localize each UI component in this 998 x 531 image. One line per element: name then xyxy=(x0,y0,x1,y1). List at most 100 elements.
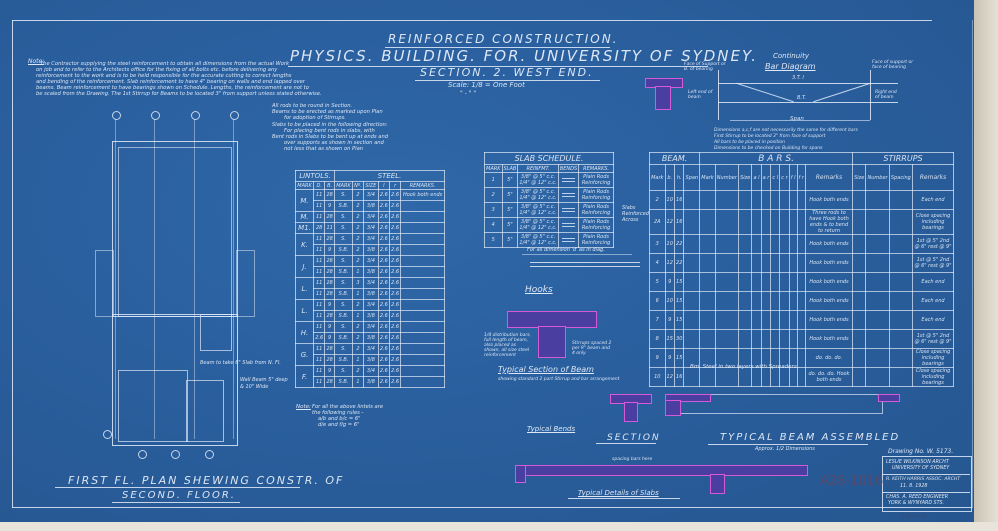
table-cell: 11 xyxy=(313,354,326,366)
beam-span xyxy=(683,367,701,387)
bar-cell xyxy=(738,209,753,235)
stirrup-cell xyxy=(851,234,867,254)
beam-h: 22 xyxy=(673,253,685,273)
table-cell: 11 xyxy=(313,255,326,267)
blueprint-sheet: REINFORCED CONSTRUCTION. PHYSICS. BUILDI… xyxy=(0,0,974,522)
continuity-note-4: Dimensions to be checked on Building for… xyxy=(714,146,823,151)
col-header: b. xyxy=(664,164,675,191)
col-header: REINFMT. xyxy=(517,164,559,173)
paper-edge-bottom xyxy=(0,522,998,531)
beam-span xyxy=(683,234,701,254)
slab-reinf: 3/8" @ 5" c.c.1/4" @ 12" c.c. xyxy=(517,202,559,218)
col-header: Mark xyxy=(649,164,666,191)
bend-diagram-icon xyxy=(557,202,580,218)
table-cell: 3/4 xyxy=(363,222,379,234)
bar-cell xyxy=(751,329,762,349)
slab-remarks: Plain Rods Reinforcing xyxy=(578,217,614,233)
slab-detail-strip xyxy=(516,465,808,476)
table-cell: 28 xyxy=(324,376,335,388)
bar-cell xyxy=(699,272,716,292)
plan-lower-rooms xyxy=(186,380,224,442)
table-cell: 2.6 xyxy=(388,354,402,366)
beam-assembled-end-right xyxy=(878,394,900,402)
table-cell: 11 xyxy=(313,277,326,289)
bar-cell xyxy=(788,209,798,235)
table-cell: 11 xyxy=(313,299,326,311)
beam-mark: 9 xyxy=(649,348,666,368)
table-cell: S. xyxy=(333,189,354,201)
beam-span xyxy=(683,209,701,235)
table-cell: 2 xyxy=(351,200,365,212)
table-cell: 3/4 xyxy=(363,211,379,223)
stirrup-cell xyxy=(865,291,890,311)
col-header: Size xyxy=(851,164,867,191)
assoc-line-2: 11. 8. 1928 xyxy=(900,484,928,489)
table-cell: 2.6 xyxy=(388,222,402,234)
beam-mark: 4 xyxy=(649,253,666,273)
bar-cell xyxy=(788,367,798,387)
note-label: Note: xyxy=(28,58,45,65)
continuity-note-1: Dimensions a,c,f are not necessarily the… xyxy=(714,128,858,133)
col-header: Span xyxy=(683,164,701,191)
side-note-8: not less that as shown on Plan xyxy=(284,146,364,152)
table-cell: 2.6 xyxy=(377,222,390,234)
col-header: Size xyxy=(738,164,753,191)
continuity-section-web xyxy=(655,86,671,110)
typical-section-sub: showing standard 2 part Stirrup and bar … xyxy=(498,377,620,382)
stirrup-cell xyxy=(865,310,890,330)
border-left xyxy=(12,20,13,508)
beam-b: 9 xyxy=(664,348,675,368)
slab-reinf: 3/8" @ 5" c.c.1/4" @ 12" c.c. xyxy=(517,187,559,203)
beam-h: 15 xyxy=(673,348,685,368)
lintols-note-3: a/b and b/c = 6" xyxy=(318,416,361,422)
bar-cell xyxy=(738,272,753,292)
table-cell: 2 xyxy=(351,343,365,355)
side-note-4: Slabs to be placed in the following dire… xyxy=(272,122,388,128)
table-cell: 28 xyxy=(324,189,335,201)
bar-remarks: Hook both ends xyxy=(805,310,853,330)
table-cell: 2 xyxy=(351,332,365,344)
lintol-mark: J. xyxy=(294,255,315,278)
bar-cell xyxy=(770,253,781,273)
reinf-line: 1/4" @ 12" c.c. xyxy=(519,210,557,216)
bar-cell xyxy=(788,291,798,311)
col-header: a r xyxy=(760,164,772,191)
slab-remarks: Plain Rods Reinforcing xyxy=(578,232,614,248)
table-cell: S.B. xyxy=(333,376,354,388)
stirrup-cell xyxy=(865,234,890,254)
stirrup-remarks: 1st @ 5" 2nd @ 6" rest @ 9" xyxy=(912,234,954,254)
note-line-3: reinforcement to the work and is to be h… xyxy=(36,73,292,79)
stirrup-remarks: Close spacing including bearings xyxy=(912,348,954,368)
plan-lower-block xyxy=(112,314,238,446)
reinf-line: 3/8" @ 5" c.c. xyxy=(520,204,556,210)
grid-marker-icon xyxy=(191,111,200,120)
reinf-line: 1/4" @ 12" c.c. xyxy=(519,195,557,201)
beam-mark: 3 xyxy=(649,234,666,254)
bar-cell xyxy=(699,253,716,273)
reinf-line: 3/8" @ 5" c.c. xyxy=(520,219,556,225)
beam-assembled-label: TYPICAL BEAM ASSEMBLED xyxy=(720,432,901,443)
table-cell-remarks: Hook both ends xyxy=(400,189,445,201)
table-cell: 2.6 xyxy=(313,332,326,344)
table-cell: 2.6 xyxy=(388,365,402,377)
bar-cell xyxy=(796,209,807,235)
table-cell: S. xyxy=(333,343,354,355)
table-cell: 2.6 xyxy=(377,343,390,355)
reinf-line: 1/4" @ 12" c.c. xyxy=(519,180,557,186)
bar-cell xyxy=(788,234,798,254)
col-header: r xyxy=(388,181,402,190)
bar-cell xyxy=(738,310,753,330)
col-header: B. xyxy=(324,181,335,190)
plan-left-wing xyxy=(95,250,114,317)
grid-marker-icon xyxy=(230,111,239,120)
plan-title-underline xyxy=(55,487,300,488)
table-cell: 28 xyxy=(324,277,335,289)
